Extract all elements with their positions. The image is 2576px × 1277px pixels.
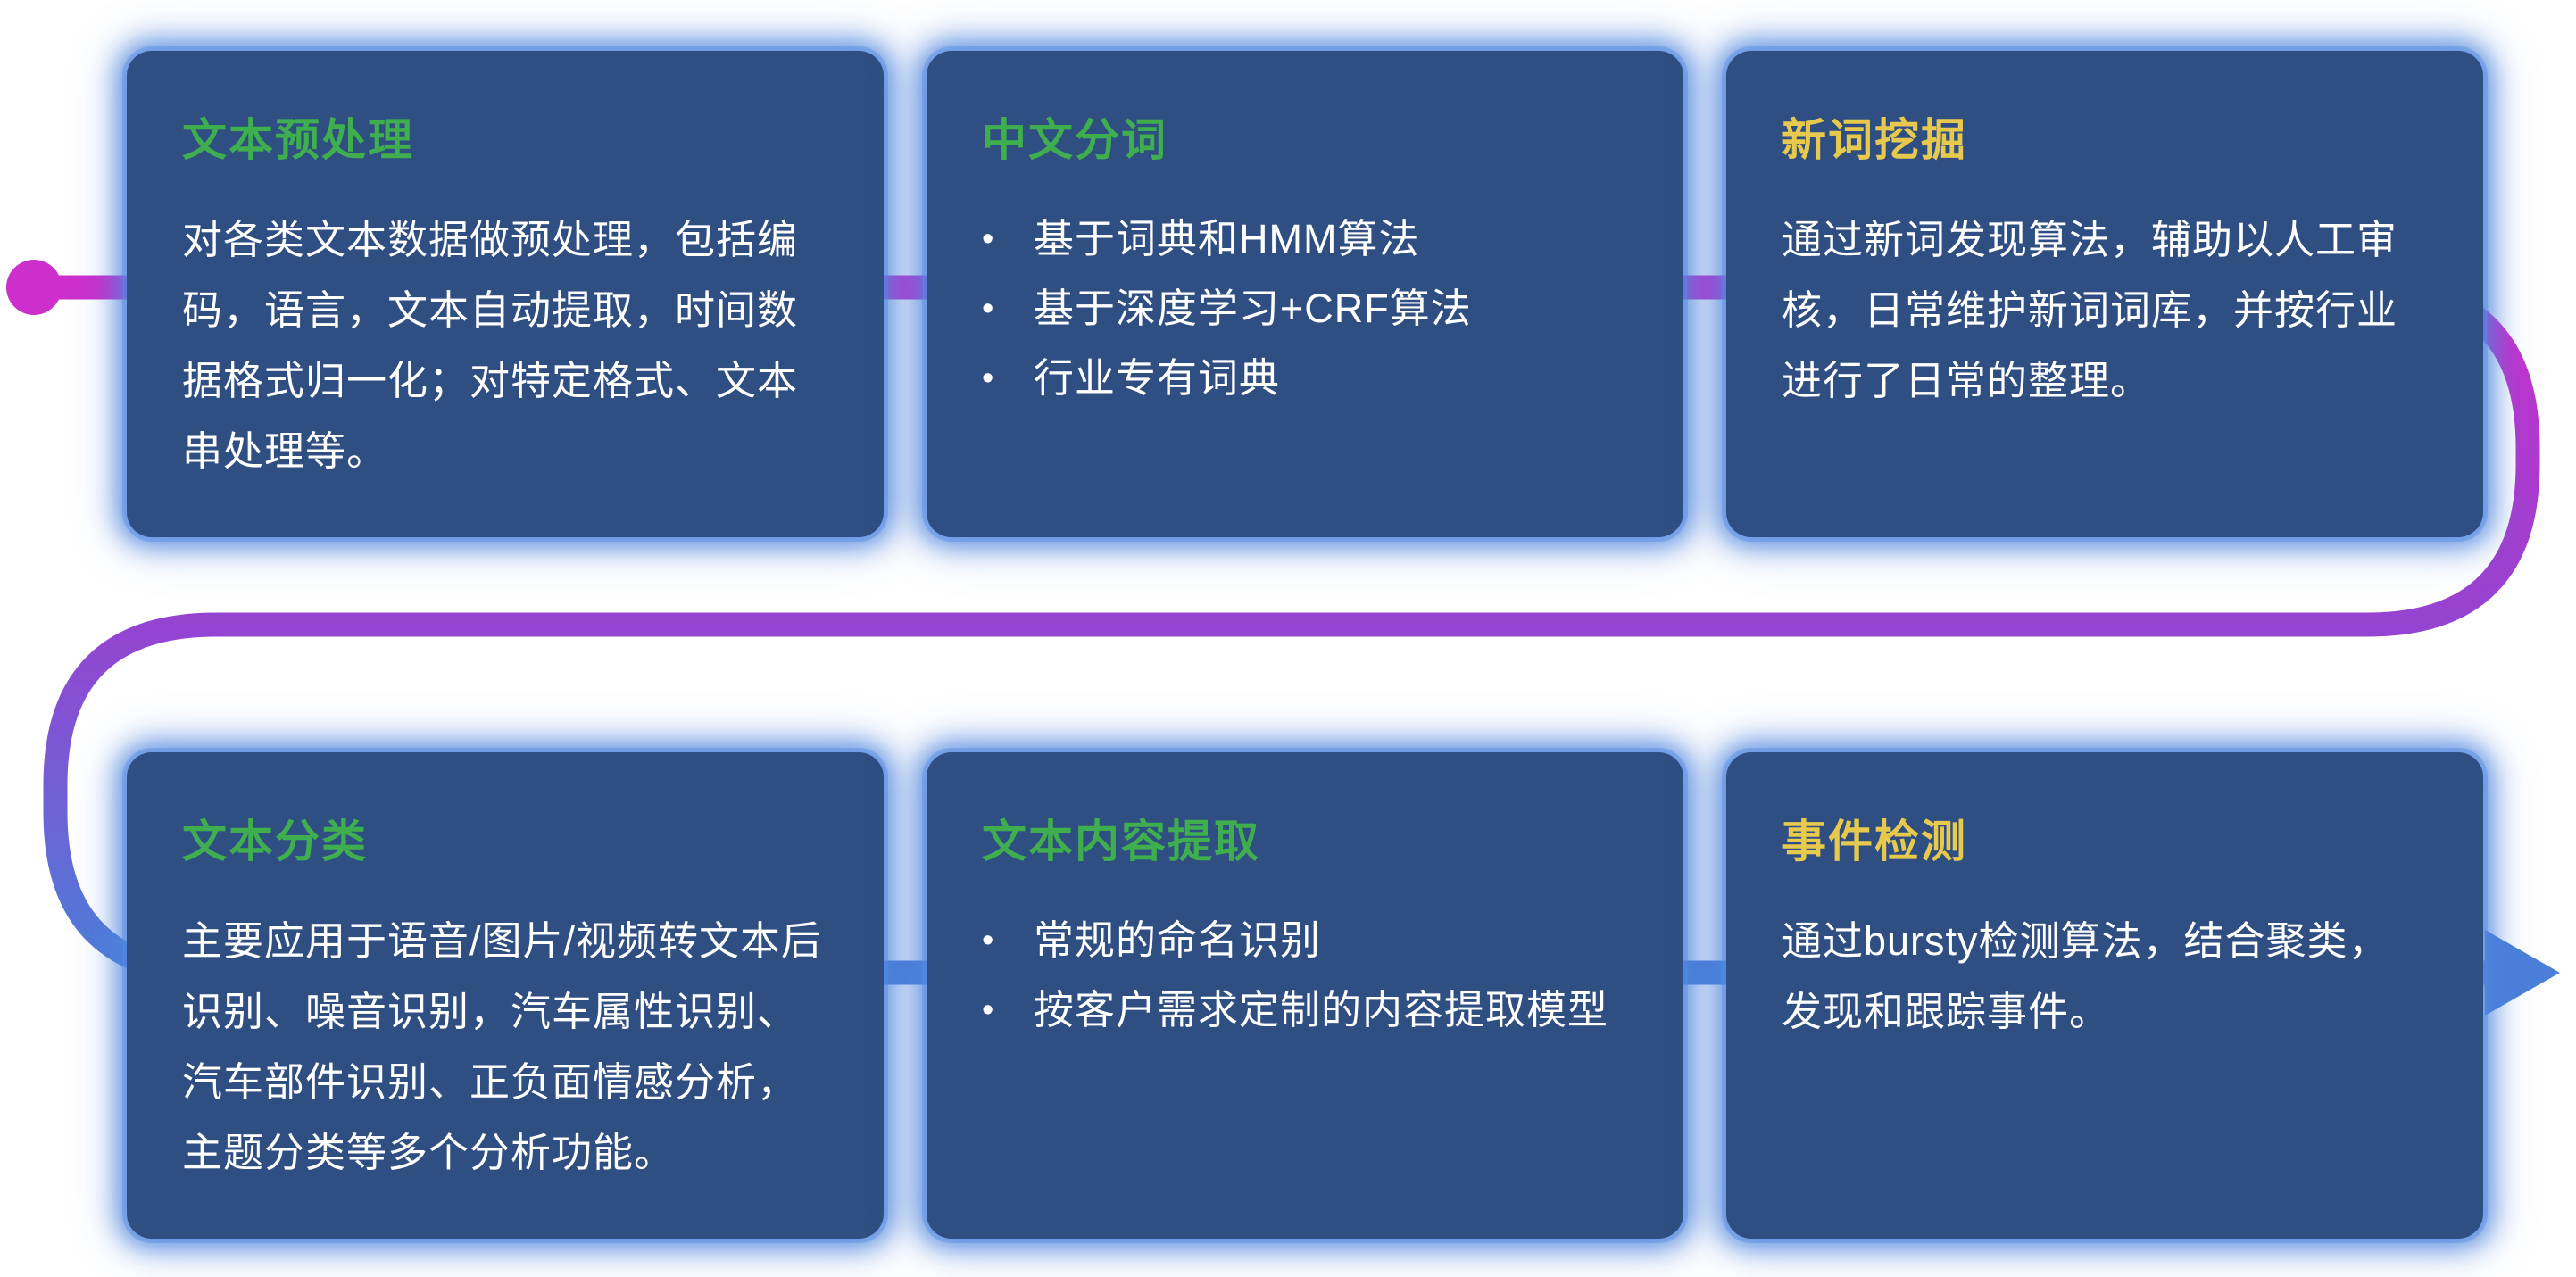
bullet-text: 行业专有词典: [1034, 355, 1281, 401]
bullet-item: • 常规的命名识别: [982, 906, 1628, 975]
card-chinese-segmentation: 中文分词 • 基于词典和HMM算法 • 基于深度学习+CRF算法 • 行业专有词…: [927, 51, 1683, 537]
card-bullet-list: • 常规的命名识别 • 按客户需求定制的内容提取模型: [982, 906, 1628, 1045]
card-bullet-list: • 基于词典和HMM算法 • 基于深度学习+CRF算法 • 行业专有词典: [982, 204, 1628, 413]
card-title: 文本预处理: [182, 115, 414, 165]
flow-line: [36, 275, 2540, 985]
bullet-text: 按客户需求定制的内容提取模型: [1034, 987, 1609, 1032]
bullet-text: 常规的命名识别: [1034, 917, 1322, 963]
card-body: 通过新词发现算法，辅助以人工审核，日常维护新词词库，并按行业进行了日常的整理。: [1782, 217, 2398, 403]
card-new-word-mining: 新词挖掘 通过新词发现算法，辅助以人工审核，日常维护新词词库，并按行业进行了日常…: [1726, 51, 2483, 537]
card-title: 文本分类: [182, 817, 368, 867]
bullet-text: 基于深度学习+CRF算法: [1034, 286, 1472, 331]
bullet-dot-icon: •: [982, 360, 995, 397]
bullet-item: • 按客户需求定制的内容提取模型: [982, 975, 1628, 1045]
card-title: 事件检测: [1782, 817, 1967, 867]
bullet-dot-icon: •: [982, 922, 995, 959]
card-event-detection: 事件检测 通过bursty检测算法，结合聚类，发现和跟踪事件。: [1726, 752, 2483, 1239]
bullet-item: • 行业专有词典: [982, 344, 1628, 413]
flow-start-dot: [6, 260, 62, 315]
card-title: 文本内容提取: [982, 817, 1260, 867]
card-title: 新词挖掘: [1782, 115, 1967, 165]
card-content-extraction: 文本内容提取 • 常规的命名识别 • 按客户需求定制的内容提取模型: [927, 752, 1683, 1239]
card-title: 中文分词: [982, 115, 1168, 165]
bullet-dot-icon: •: [982, 290, 995, 328]
card-text-classification: 文本分类 主要应用于语音/图片/视频转文本后识别、噪音识别，汽车属性识别、汽车部…: [127, 752, 884, 1239]
bullet-item: • 基于深度学习+CRF算法: [982, 274, 1628, 344]
bullet-text: 基于词典和HMM算法: [1034, 216, 1420, 261]
card-body: 主要应用于语音/图片/视频转文本后识别、噪音识别，汽车属性识别、汽车部件识别、正…: [182, 918, 823, 1175]
bullet-item: • 基于词典和HMM算法: [982, 204, 1628, 274]
card-text-preprocessing: 文本预处理 对各类文本数据做预处理，包括编码，语言，文本自动提取，时间数据格式归…: [127, 51, 884, 537]
bullet-dot-icon: •: [982, 991, 995, 1029]
card-body: 对各类文本数据做预处理，包括编码，语言，文本自动提取，时间数据格式归一化；对特定…: [182, 217, 799, 474]
bullet-dot-icon: •: [982, 220, 995, 258]
flow-end-arrow-icon: [2485, 930, 2560, 1016]
card-body: 通过bursty检测算法，结合聚类，发现和跟踪事件。: [1782, 918, 2389, 1034]
